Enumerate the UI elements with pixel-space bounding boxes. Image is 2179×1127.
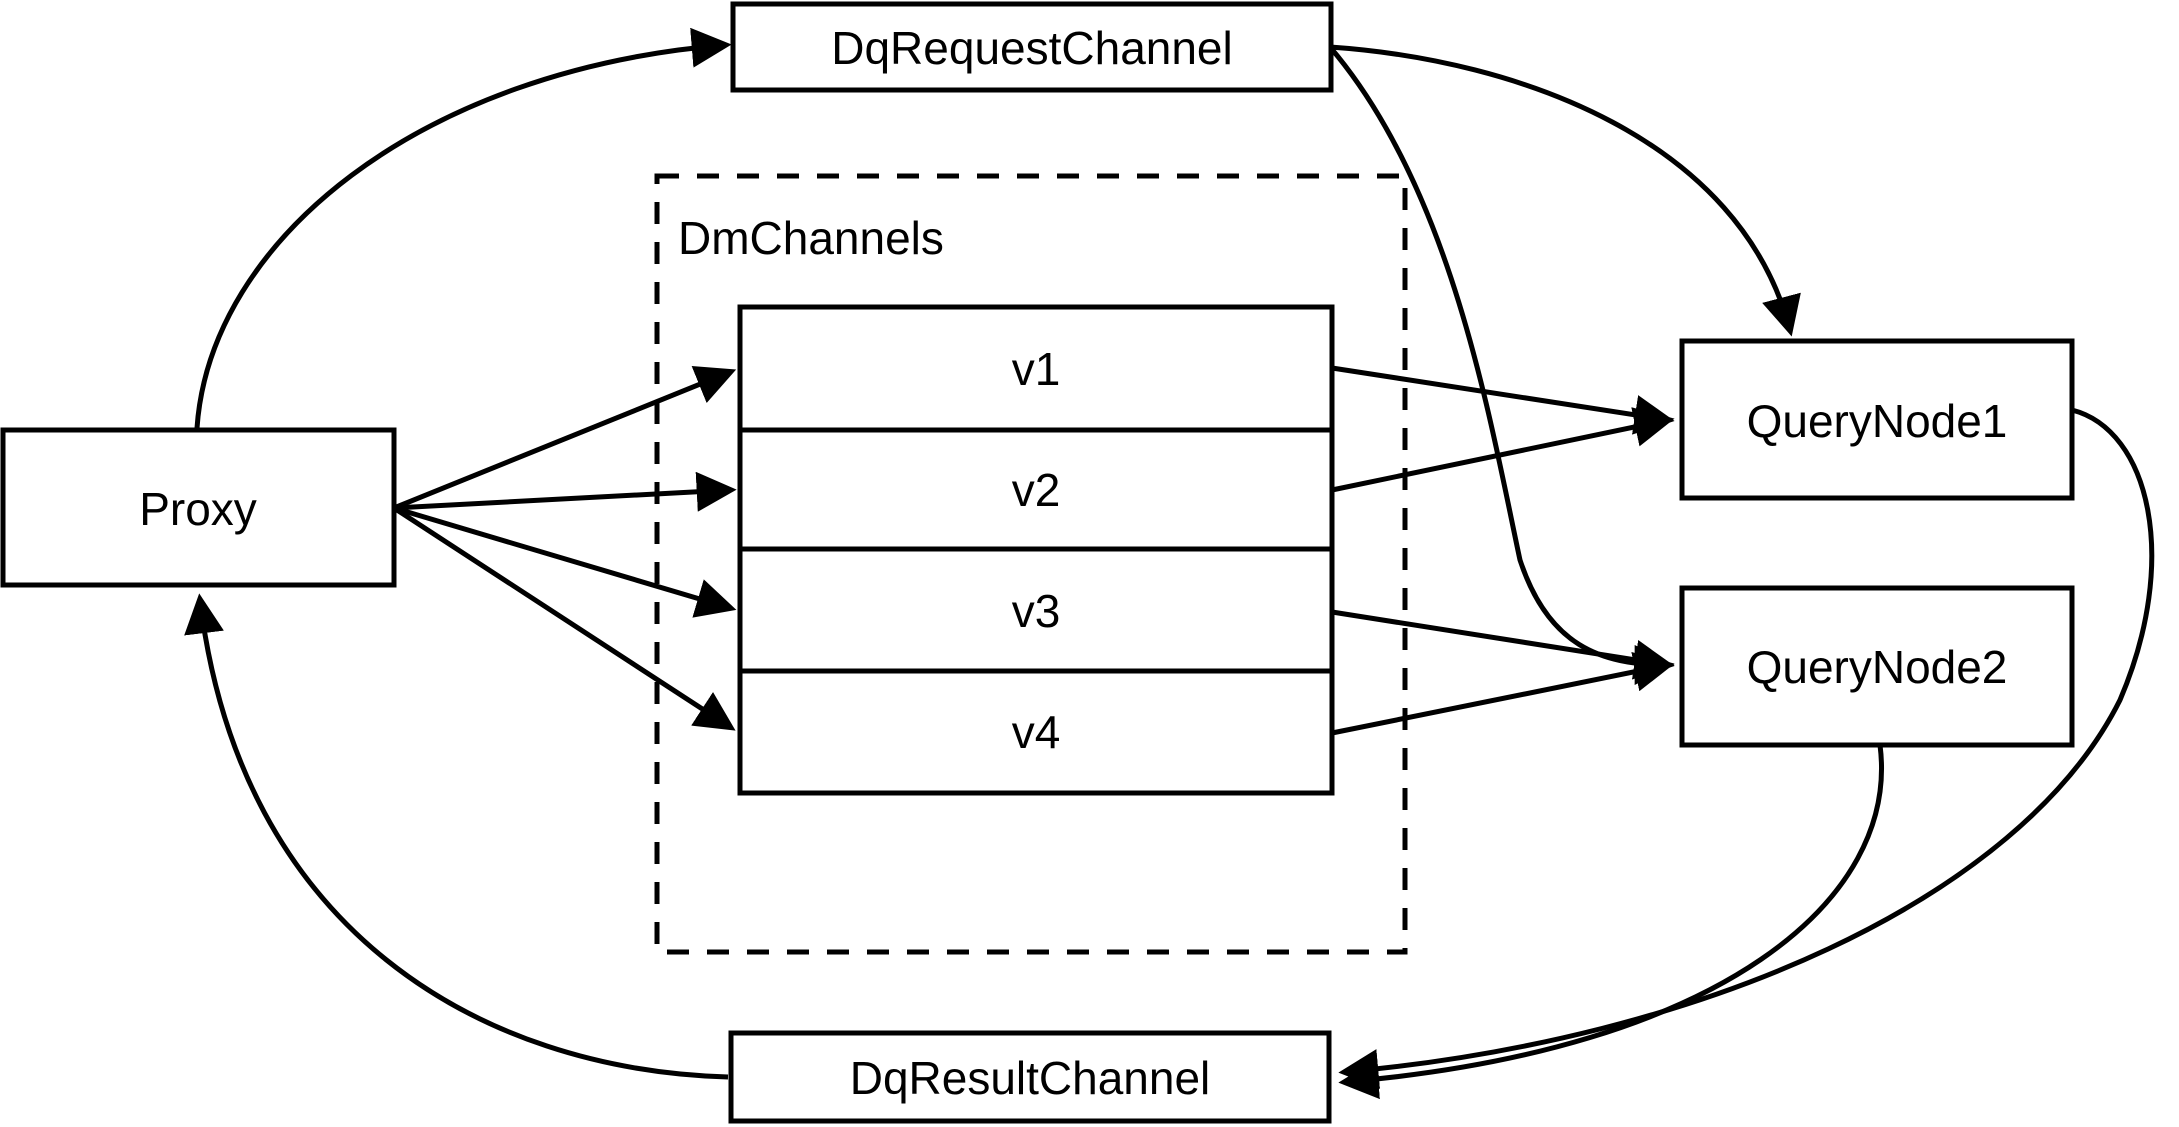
edge-proxy-to-v4	[392, 505, 736, 731]
edge-dq-request-channel-to-query-node-2	[1328, 45, 1675, 685]
edge-proxy-to-v2	[393, 471, 737, 512]
edge-query-node-2-to-dq-result-channel	[1338, 744, 1884, 1100]
edge-proxy-to-dq-request-channel	[194, 27, 732, 429]
node-proxy-box[interactable]	[0, 427, 397, 588]
node-dq-result-channel-label: DqResultChannel	[850, 1052, 1211, 1104]
edge-v2-to-query-node-1	[1331, 407, 1675, 493]
dm-channel-label-v3: v3	[1012, 585, 1061, 637]
dm-channel-label-v1: v1	[1012, 343, 1061, 395]
edge-v1-to-query-node-1	[1331, 365, 1675, 435]
edge-query-node-1-to-dq-result-channel	[1338, 407, 2155, 1089]
edge-proxy-to-v3	[393, 505, 737, 618]
node-dq-request-channel-label: DqRequestChannel	[831, 22, 1233, 74]
node-query-node-1-box[interactable]	[1679, 338, 2075, 501]
node-dq-request-channel-box[interactable]	[730, 1, 1334, 93]
node-query-node-2-box[interactable]	[1679, 585, 2075, 748]
dm-channel-label-v4: v4	[1012, 706, 1061, 758]
dm-channels-group-label: DmChannels	[678, 212, 944, 264]
edge-dq-request-channel-to-query-node-1	[1329, 44, 1801, 337]
dm-channel-label-v2: v2	[1012, 464, 1061, 516]
node-dq-result-channel-box[interactable]	[728, 1030, 1332, 1124]
edge-dq-result-channel-to-proxy	[184, 593, 729, 1080]
dm-channels-group-box	[654, 173, 1408, 955]
edge-v4-to-query-node-2	[1331, 652, 1675, 736]
node-query-node-2-label: QueryNode2	[1747, 641, 2008, 693]
edge-v3-to-query-node-2	[1331, 609, 1675, 680]
node-proxy-label: Proxy	[139, 483, 257, 535]
node-query-node-1-label: QueryNode1	[1747, 395, 2008, 447]
edge-proxy-to-v1	[393, 365, 737, 511]
